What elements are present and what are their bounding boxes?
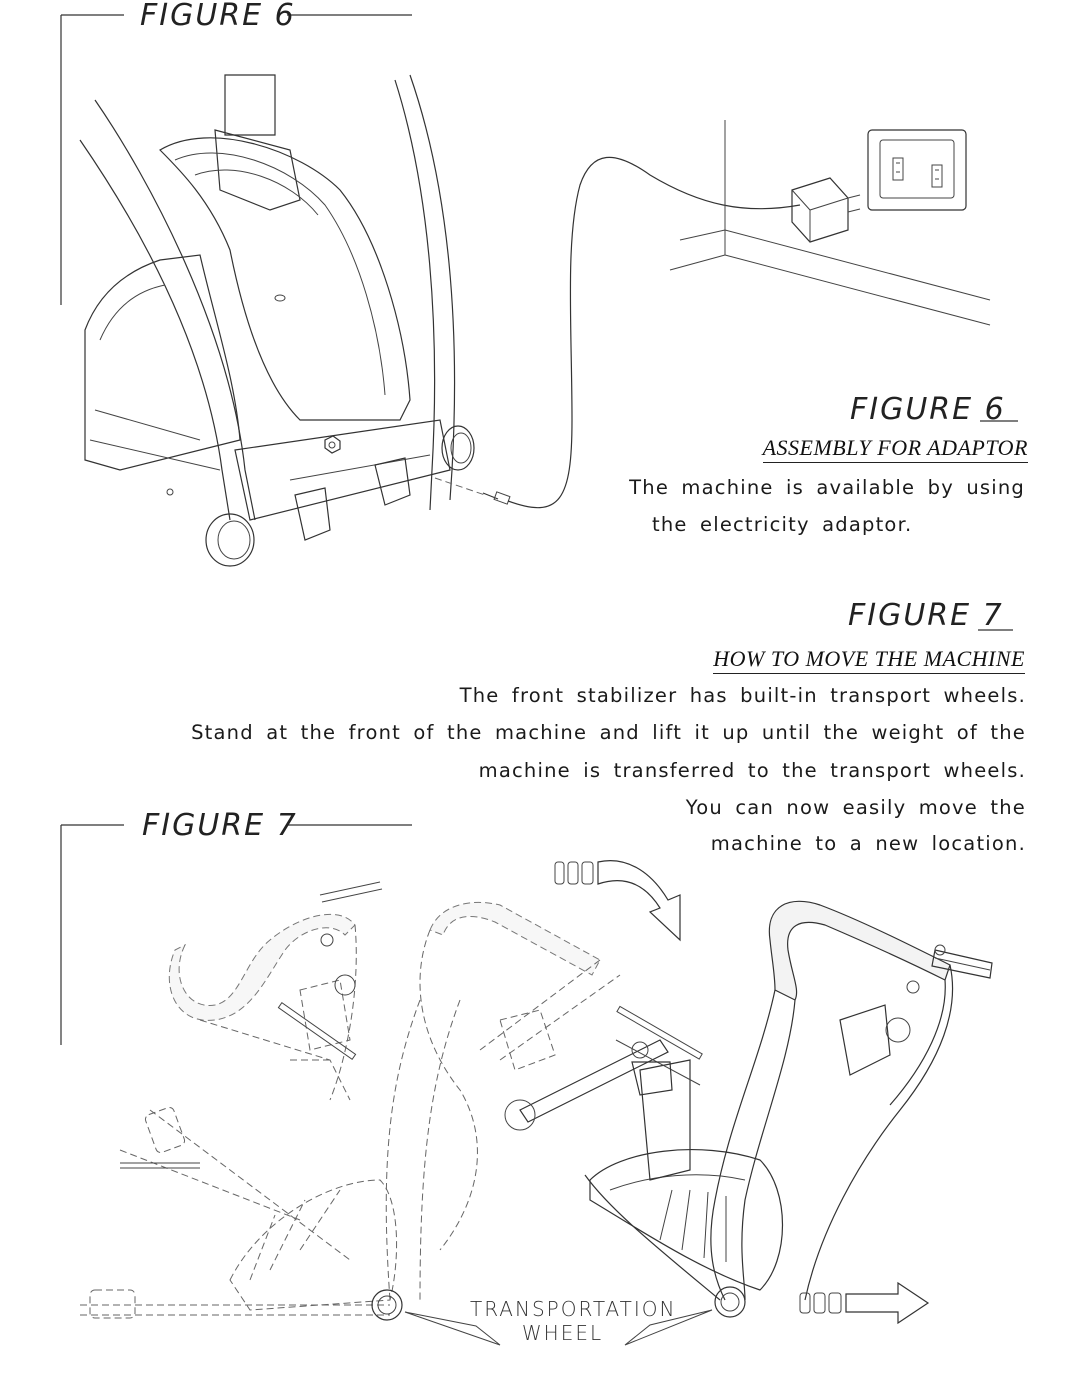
- figure7-frame-title: FIGURE 7: [142, 808, 298, 843]
- figure6-text-line-1: The machine is available by using: [629, 476, 1025, 499]
- figure6-frame-title: FIGURE 6: [140, 0, 296, 33]
- figure6-illustration: [79, 74, 991, 567]
- curved-tilt-arrow-icon: [554, 860, 681, 942]
- upright-machine: [504, 900, 993, 1301]
- figure7-caption-tag: FIGURE 7: [848, 598, 1004, 633]
- figure7-text-line-4: You can now easily move the: [685, 796, 1026, 819]
- figure6-heading: ASSEMBLY FOR ADAPTOR: [762, 435, 1028, 463]
- figure6-caption-tag: FIGURE 6: [850, 392, 1006, 427]
- tilted-machine-ghost: [80, 881, 621, 1319]
- figure7-text-line-1: The front stabilizer has built-in transp…: [459, 684, 1026, 707]
- move-right-arrow-icon: [799, 1281, 930, 1325]
- wheel-label-line-2: WHEEL: [521, 1321, 604, 1345]
- transportation-wheel-label: TRANSPORTATION WHEEL: [470, 1297, 677, 1345]
- wheel-label-line-1: TRANSPORTATION: [470, 1297, 677, 1321]
- figure7-text-line-5: machine to a new location.: [710, 832, 1026, 855]
- figure7-text-line-3: machine is transferred to the transport …: [478, 759, 1026, 782]
- figure7-text-line-2: Stand at the front of the machine and li…: [191, 721, 1026, 744]
- figure7-heading: HOW TO MOVE THE MACHINE: [713, 646, 1025, 674]
- figure6-text-line-2: the electricity adaptor.: [652, 513, 913, 536]
